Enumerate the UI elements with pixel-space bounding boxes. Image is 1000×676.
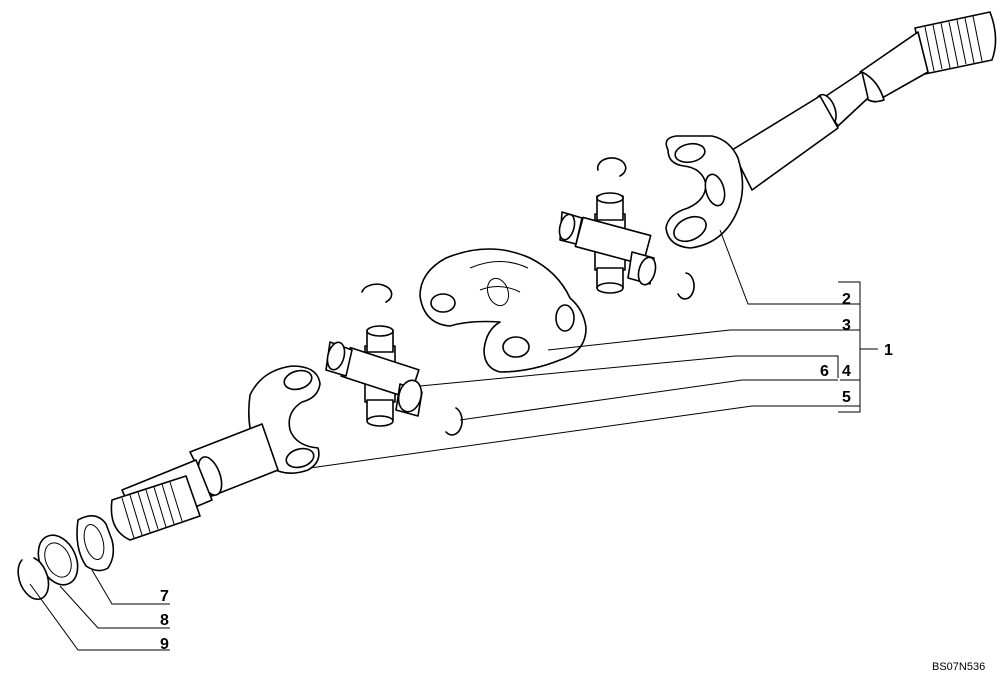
upper-circlip-top bbox=[598, 158, 626, 176]
lower-circlip-top bbox=[362, 284, 392, 302]
callout-3: 3 bbox=[842, 317, 851, 334]
callout-2: 2 bbox=[842, 291, 851, 308]
upper-yoke bbox=[666, 136, 743, 248]
callout-8: 8 bbox=[160, 612, 169, 629]
lower-circlip-side bbox=[446, 408, 462, 435]
callout-5: 5 bbox=[842, 389, 851, 406]
upper-circlip-side bbox=[678, 273, 694, 299]
drawing-reference-code: BS07N536 bbox=[932, 661, 985, 673]
lower-shaft bbox=[111, 424, 278, 540]
callout-7: 7 bbox=[160, 588, 169, 605]
callout-1: 1 bbox=[884, 342, 893, 359]
thrust-washer bbox=[77, 516, 113, 571]
callout-6: 6 bbox=[820, 363, 829, 380]
callout-4: 4 bbox=[842, 363, 851, 380]
lower-cross bbox=[325, 326, 425, 426]
upper-cross bbox=[557, 193, 658, 293]
center-double-yoke bbox=[420, 249, 586, 372]
upper-shaft bbox=[732, 12, 996, 190]
callout-9: 9 bbox=[160, 636, 169, 653]
